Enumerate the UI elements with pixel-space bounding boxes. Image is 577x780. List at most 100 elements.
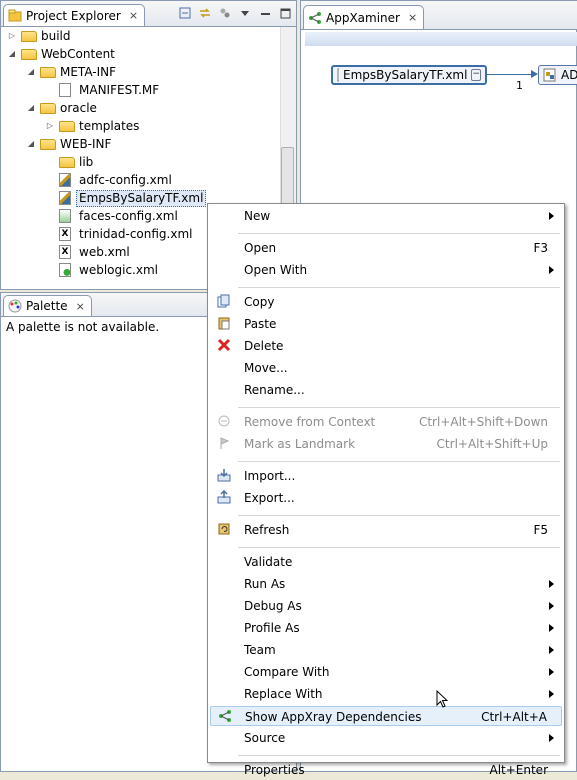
menu-separator bbox=[238, 287, 560, 288]
filter-icon[interactable] bbox=[218, 6, 232, 20]
tree-item[interactable]: ◢ WebContent bbox=[1, 45, 281, 63]
tree-item[interactable]: weblogic.xml bbox=[1, 261, 281, 279]
menu-item-validate[interactable]: Validate bbox=[210, 552, 562, 572]
collapsed-arrow-icon[interactable]: ▷ bbox=[8, 31, 16, 40]
tree-item-label: WebContent bbox=[41, 47, 115, 61]
tree-item[interactable]: ▷build bbox=[1, 27, 281, 45]
palette-icon bbox=[8, 299, 22, 313]
menu-item-shortcut: F3 bbox=[533, 241, 548, 255]
menu-item-delete[interactable]: Delete bbox=[210, 336, 562, 356]
tree-item[interactable]: lib bbox=[1, 153, 281, 171]
close-icon[interactable]: ⨯ bbox=[407, 11, 418, 24]
tree-item[interactable]: ◢META-INF bbox=[1, 63, 281, 81]
tree-item-label: trinidad-config.xml bbox=[79, 227, 193, 241]
menu-item-import[interactable]: Import... bbox=[210, 466, 562, 486]
menu-item-move[interactable]: Move... bbox=[210, 358, 562, 378]
menu-item-export[interactable]: Export... bbox=[210, 488, 562, 508]
close-icon[interactable]: ⨯ bbox=[128, 9, 139, 22]
menu-item-label: Open With bbox=[244, 263, 308, 277]
menu-item-rename[interactable]: Rename... bbox=[210, 380, 562, 400]
collapsed-arrow-icon[interactable]: ▷ bbox=[46, 121, 54, 130]
submenu-arrow-icon bbox=[549, 212, 554, 220]
refresh-icon bbox=[216, 522, 232, 538]
menu-item-debug-as[interactable]: Debug As bbox=[210, 596, 562, 616]
tree-item[interactable]: faces-config.xml bbox=[1, 207, 281, 225]
appxaminer-icon bbox=[309, 11, 321, 24]
tree-item-label: templates bbox=[79, 119, 140, 133]
graph-node-main[interactable]: EmpsBySalaryTF.xml − bbox=[331, 65, 487, 85]
project-explorer-icon bbox=[8, 9, 22, 21]
link-editor-icon[interactable] bbox=[198, 6, 212, 20]
menu-separator bbox=[238, 547, 560, 548]
tree-item[interactable]: ◢oracle bbox=[1, 99, 281, 117]
tree-item[interactable]: adfc-config.xml bbox=[1, 171, 281, 189]
menu-item-paste[interactable]: Paste bbox=[210, 314, 562, 334]
remove-icon bbox=[216, 414, 232, 430]
view-menu-icon[interactable] bbox=[238, 6, 252, 20]
menu-item-new[interactable]: New bbox=[210, 206, 562, 226]
adf-file-icon bbox=[543, 68, 556, 82]
tab-project-explorer[interactable]: Project Explorer ⨯ bbox=[3, 4, 146, 26]
menu-item-open-with[interactable]: Open With bbox=[210, 260, 562, 280]
view-toolbar bbox=[178, 6, 292, 20]
tree-item[interactable]: MANIFEST.MF bbox=[1, 81, 281, 99]
menu-item-profile-as[interactable]: Profile As bbox=[210, 618, 562, 638]
menu-item-label: Team bbox=[244, 643, 276, 657]
file-file-icon bbox=[59, 83, 71, 97]
menu-item-copy[interactable]: Copy bbox=[210, 292, 562, 312]
copy-icon bbox=[216, 294, 232, 310]
menu-item-shortcut: Alt+Enter bbox=[489, 763, 548, 777]
faces-file-icon bbox=[59, 209, 71, 223]
menu-item-label: Rename... bbox=[244, 383, 305, 397]
edge-label: 1 bbox=[516, 79, 523, 92]
project-explorer-panel: Project Explorer ⨯ ▷build ◢ WebContent bbox=[0, 0, 297, 290]
menu-item-label: Paste bbox=[244, 317, 277, 331]
menu-item-label: Mark as Landmark bbox=[244, 437, 356, 451]
adf-file-icon bbox=[337, 68, 340, 82]
paste-icon bbox=[216, 316, 232, 332]
graph-node-next[interactable]: AD bbox=[538, 65, 577, 85]
tab-appxaminer[interactable]: AppXaminer ⨯ bbox=[303, 5, 425, 29]
xml-file-icon: X bbox=[59, 245, 71, 259]
adf-file-icon bbox=[59, 173, 71, 187]
menu-item-label: Show AppXray Dependencies bbox=[245, 710, 422, 724]
landmark-icon bbox=[216, 436, 232, 452]
appxray-icon bbox=[217, 709, 233, 725]
appxaminer-toolbar-strip bbox=[305, 32, 577, 46]
weblogic-file-icon bbox=[59, 263, 71, 277]
tab-palette[interactable]: Palette ⨯ bbox=[3, 295, 92, 316]
expanded-arrow-icon[interactable]: ◢ bbox=[27, 139, 35, 148]
menu-item-remove-from-context: Remove from Context Ctrl+Alt+Shift+Down bbox=[210, 412, 562, 432]
adf-file-icon bbox=[59, 191, 71, 205]
menu-item-shortcut: Ctrl+Alt+Shift+Down bbox=[418, 415, 548, 429]
menu-item-label: Remove from Context bbox=[244, 415, 376, 429]
expanded-arrow-icon[interactable]: ◢ bbox=[27, 103, 35, 112]
menu-item-replace-with[interactable]: Replace With bbox=[210, 684, 562, 704]
menu-item-label: Refresh bbox=[244, 523, 290, 537]
menu-item-label: Move... bbox=[244, 361, 288, 375]
menu-item-run-as[interactable]: Run As bbox=[210, 574, 562, 594]
menu-item-team[interactable]: Team bbox=[210, 640, 562, 660]
menu-item-source[interactable]: Source bbox=[210, 728, 562, 748]
folder-icon bbox=[21, 31, 37, 42]
collapse-all-icon[interactable] bbox=[178, 6, 192, 20]
tree-item[interactable]: ◢WEB-INF bbox=[1, 135, 281, 153]
expanded-arrow-icon[interactable]: ◢ bbox=[27, 67, 35, 76]
close-icon[interactable]: ⨯ bbox=[75, 299, 85, 313]
tree-item[interactable]: EmpsBySalaryTF.xml bbox=[1, 189, 281, 207]
expanded-arrow-icon[interactable]: ◢ bbox=[8, 49, 16, 58]
appxaminer-header: AppXaminer ⨯ bbox=[301, 1, 577, 30]
collapse-icon[interactable]: − bbox=[471, 69, 481, 81]
minimize-icon[interactable] bbox=[258, 6, 272, 20]
tree-item[interactable]: ▷ templates bbox=[1, 117, 281, 135]
submenu-arrow-icon bbox=[549, 266, 554, 274]
maximize-icon[interactable] bbox=[278, 6, 292, 20]
menu-item-compare-with[interactable]: Compare With bbox=[210, 662, 562, 682]
